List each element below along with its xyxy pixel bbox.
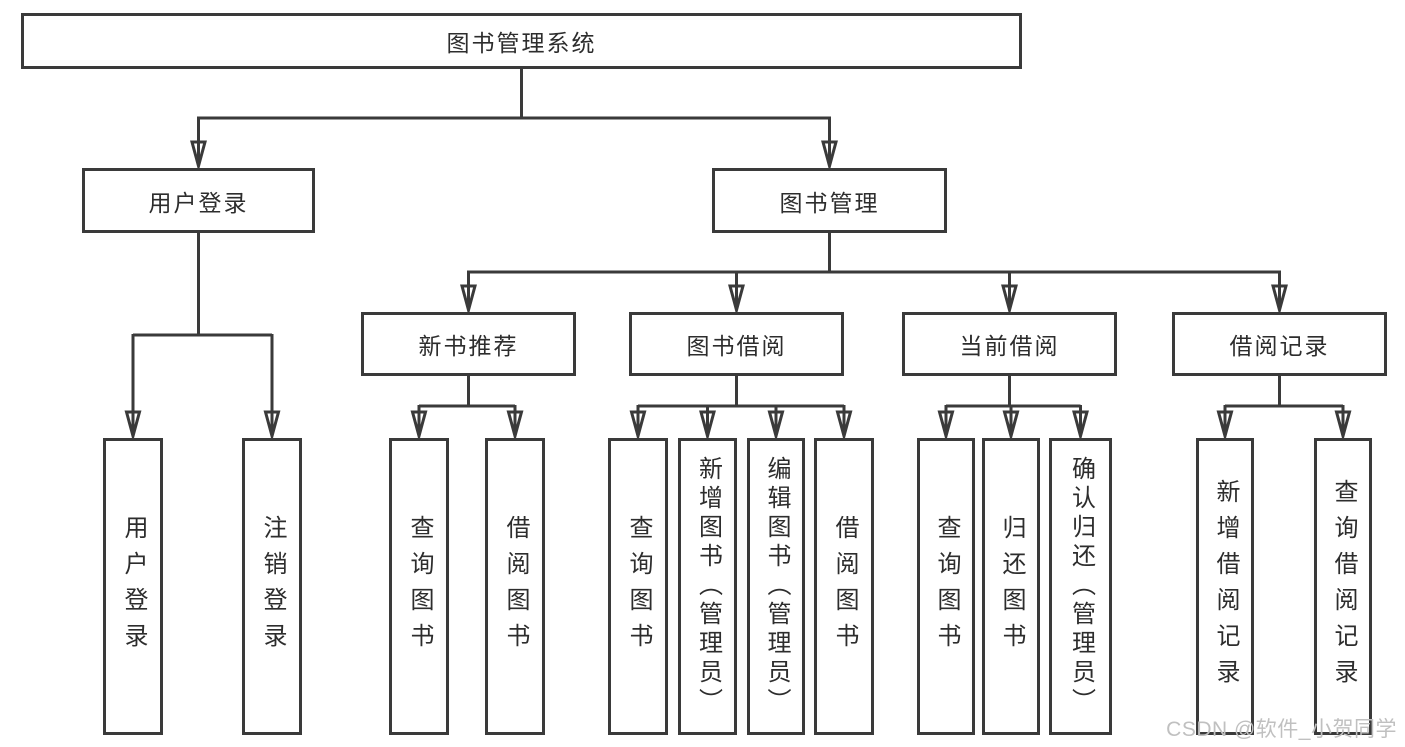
- leaf-query-borrow-record: 查询借阅记录: [1314, 438, 1372, 735]
- leaf-confirm-return-admin: 确认归还（管理员）: [1049, 438, 1112, 735]
- node-new-book-recommend: 新书推荐: [361, 312, 576, 376]
- leaf-add-borrow-record-label: 新增借阅记录: [1212, 478, 1239, 695]
- leaf-query-borrow-record-label: 查询借阅记录: [1330, 478, 1357, 695]
- node-book-borrowing-label: 图书借阅: [686, 333, 787, 359]
- node-book-management: 图书管理: [712, 168, 947, 233]
- node-user-login-label: 用户登录: [148, 189, 249, 216]
- leaf-borrow-book-recommend-label: 借阅图书: [502, 514, 529, 659]
- node-current-borrowing: 当前借阅: [902, 312, 1117, 376]
- leaf-borrow-book-borrowing-label: 借阅图书: [831, 514, 858, 659]
- leaf-edit-book-admin-label: 编辑图书（管理员）: [763, 456, 790, 717]
- node-book-management-label: 图书管理: [779, 189, 880, 216]
- leaf-return-book: 归还图书: [982, 438, 1040, 735]
- leaf-user-login: 用户登录: [103, 438, 163, 735]
- node-root-system: 图书管理系统: [21, 13, 1022, 69]
- node-borrowing-records-label: 借阅记录: [1229, 333, 1330, 359]
- leaf-query-book-current: 查询图书: [917, 438, 975, 735]
- node-root-system-label: 图书管理系统: [446, 30, 597, 56]
- leaf-borrow-book-borrowing: 借阅图书: [814, 438, 874, 735]
- node-current-borrowing-label: 当前借阅: [959, 333, 1060, 359]
- leaf-query-book-borrowing: 查询图书: [608, 438, 668, 735]
- leaf-query-book-current-label: 查询图书: [933, 514, 960, 659]
- leaf-logout-label: 注销登录: [259, 514, 286, 659]
- leaf-add-borrow-record: 新增借阅记录: [1196, 438, 1254, 735]
- leaf-confirm-return-admin-label: 确认归还（管理员）: [1067, 456, 1095, 717]
- node-user-login: 用户登录: [82, 168, 315, 233]
- node-borrowing-records: 借阅记录: [1172, 312, 1387, 376]
- leaf-borrow-book-recommend: 借阅图书: [485, 438, 545, 735]
- watermark: CSDN @软件_小贺同学: [1166, 718, 1397, 741]
- leaf-return-book-label: 归还图书: [998, 514, 1025, 659]
- leaf-add-book-admin: 新增图书（管理员）: [678, 438, 737, 735]
- leaf-edit-book-admin: 编辑图书（管理员）: [747, 438, 805, 735]
- leaf-query-book-recommend: 查询图书: [389, 438, 449, 735]
- leaf-logout: 注销登录: [242, 438, 302, 735]
- leaf-user-login-label: 用户登录: [120, 514, 147, 659]
- node-book-borrowing: 图书借阅: [629, 312, 844, 376]
- leaf-query-book-recommend-label: 查询图书: [406, 514, 433, 659]
- leaf-add-book-admin-label: 新增图书（管理员）: [694, 456, 722, 717]
- leaf-query-book-borrowing-label: 查询图书: [625, 514, 652, 659]
- node-new-book-recommend-label: 新书推荐: [418, 333, 519, 359]
